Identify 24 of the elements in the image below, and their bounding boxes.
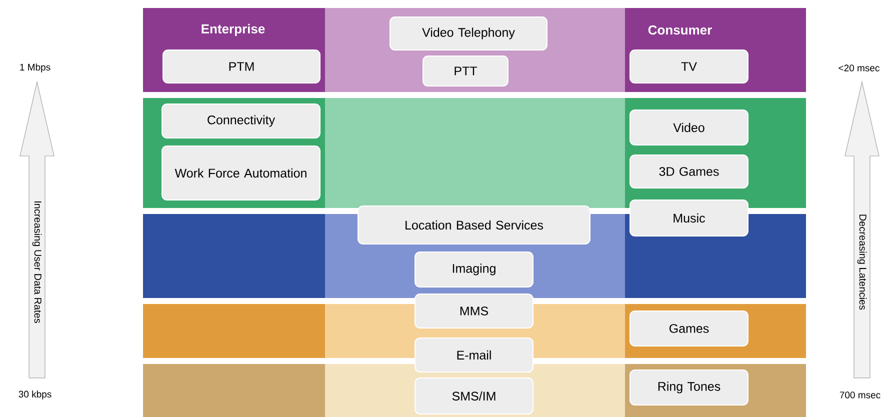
axis-label: Decreasing Latencies [857,214,867,310]
service-box: 3D Games [630,154,748,188]
column-heading: Consumer [648,25,712,35]
service-box: Imaging [414,252,534,288]
scale-label: 700 msec [840,392,880,398]
service-box: PTM [162,50,320,84]
scale-label: <20 msec [838,64,880,72]
service-box: Ring Tones [630,369,748,406]
service-box: Work Force Automation [162,146,320,200]
axis-label: Increasing User Data Rates [32,202,42,324]
service-box: Connectivity [162,104,320,138]
service-box: Video [630,110,748,146]
service-box: MMS [414,293,534,328]
scale-label: 30 kbps [18,390,52,400]
service-box: SMS/IM [414,377,534,414]
service-box: E-mail [414,337,534,372]
service-box: Games [630,310,748,346]
column-heading: Enterprise [202,24,265,36]
service-box: Location Based Services [358,206,590,244]
service-box: PTT [422,56,508,86]
service-box: Music [630,199,748,236]
service-box: Video Telephony [390,16,548,50]
service-box: TV [630,50,748,84]
scale-label: 1 Mbps [20,64,50,72]
